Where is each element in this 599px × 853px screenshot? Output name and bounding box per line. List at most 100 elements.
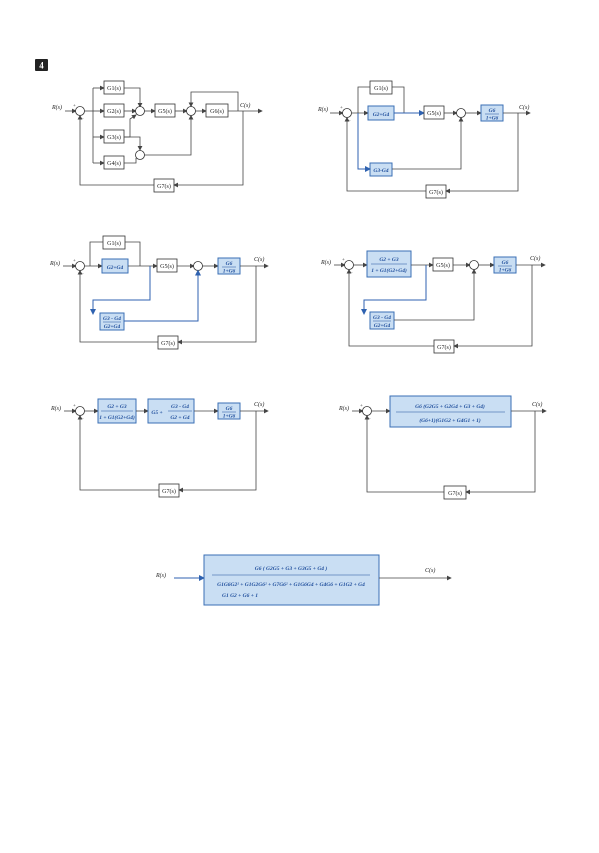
d4-g6-den-label: 1+G6	[499, 268, 512, 274]
d5-g6-den-label: 1+G6	[223, 414, 236, 420]
d1-block-g3	[103, 129, 125, 144]
d1-g3-label: G3(s)	[107, 134, 121, 141]
sign-marks: +− +− +− +− +− +−	[73, 104, 371, 422]
d2-output-label: C(s)	[519, 104, 529, 111]
svg-text:+: +	[340, 106, 343, 111]
d2-summing-junction-1	[342, 108, 352, 118]
svg-text:−: −	[81, 117, 84, 122]
d1-summing-junction-2	[135, 106, 145, 116]
d4-ratio-num-label: G3 - G4	[373, 315, 391, 321]
d1-summing-junction-1	[75, 106, 85, 116]
d6-summing-junction	[362, 406, 372, 416]
d2-g6-den-label: 1+G6	[486, 116, 499, 122]
d1-block-g6	[205, 103, 229, 118]
d3-input-label: R(s)	[49, 260, 60, 267]
d1-input-label: R(s)	[51, 104, 62, 111]
d4-block-ratio	[369, 311, 395, 330]
d2-g2-plus-g4-label: G2+G4	[373, 112, 390, 118]
diagram-step-6: R(s) G6 (G2G5 + G2G4 + G3 + G4) (G6+1)(G…	[338, 395, 547, 500]
d2-input-label: R(s)	[317, 106, 328, 113]
d3-ratio-den-label: G2+G4	[104, 324, 121, 330]
d4-g5-label: G5(s)	[436, 262, 450, 269]
problem-badge: 4	[35, 59, 48, 71]
d4-output-label: C(s)	[530, 255, 540, 262]
d2-summing-junction-2	[456, 108, 466, 118]
final-output-label: C(s)	[425, 567, 435, 574]
d3-ratio-num-label: G3 - G4	[103, 316, 121, 322]
d5-g7-label: G7(s)	[162, 488, 176, 495]
d3-g5-label: G5(s)	[160, 263, 174, 270]
final-den-line1-label: G1G6G2² + G1G2G6² + G7G6² + G1G6G4 + G4G…	[217, 582, 365, 588]
d4-forward-den-label: 1 + G1(G2+G4)	[371, 267, 407, 274]
final-num-label: G6 ( G2G5 + G3 + G3G5 + G4 )	[255, 565, 328, 572]
d3-g6-num-label: G6	[226, 261, 233, 267]
final-den-line2-label: G1 G2 + G6 + 1	[222, 593, 258, 599]
svg-text:+: +	[73, 404, 76, 409]
d5-middle-den-label: G2 + G4	[170, 415, 190, 421]
d4-forward-num-label: G2 + G3	[379, 257, 399, 263]
svg-text:+: +	[360, 404, 363, 409]
d3-g2-plus-g4-label: G2+G4	[107, 265, 124, 271]
d3-g1-label: G1(s)	[107, 240, 121, 247]
d3-summing-junction-2	[193, 261, 203, 271]
d1-g4-label: G4(s)	[107, 160, 121, 167]
d6-block-forward	[389, 395, 512, 428]
d3-block-g5	[156, 258, 178, 273]
svg-text:−: −	[81, 417, 84, 422]
d3-output-label: C(s)	[254, 256, 264, 263]
diagram-step-2: R(s) G1(s) G2+G4 G5(s) G6 1+G6 C(s) G3-G…	[317, 80, 531, 199]
badge-label: 4	[39, 61, 44, 71]
d1-g6-label: G6(s)	[210, 108, 224, 115]
svg-text:−: −	[348, 119, 351, 124]
d1-output-label: C(s)	[240, 102, 250, 109]
d1-block-g4	[103, 155, 125, 170]
d5-output-label: C(s)	[254, 401, 264, 408]
diagram-final: R(s) G6 ( G2G5 + G3 + G3G5 + G4 ) G1G6G2…	[155, 554, 452, 606]
diagram-step-4: R(s) G2 + G3 1 + G1(G2+G4) G5(s) G6 1+G6…	[320, 250, 546, 354]
d5-middle-num-label: G3 - G4	[171, 404, 189, 410]
d1-summing-junction-4	[186, 106, 196, 116]
svg-text:−: −	[368, 417, 371, 422]
d6-input-label: R(s)	[338, 405, 349, 412]
diagram-step-3: R(s) G1(s) G2+G4 G5(s) G6 1+G6 C(s) G3 -…	[49, 235, 269, 350]
d6-forward-num-label: G6 (G2G5 + G2G4 + G3 + G4)	[415, 403, 485, 410]
d4-ratio-den-label: G2+G4	[374, 323, 391, 329]
d4-g6-num-label: G6	[502, 260, 509, 266]
d4-summing-junction-2	[469, 260, 479, 270]
d2-g6-num-label: G6	[489, 108, 496, 114]
svg-text:−: −	[350, 271, 353, 276]
d3-g7-label: G7(s)	[161, 340, 175, 347]
svg-text:+: +	[73, 104, 76, 109]
d4-g7-label: G7(s)	[437, 344, 451, 351]
d6-output-label: C(s)	[532, 401, 542, 408]
d1-g2-label: G2(s)	[107, 108, 121, 115]
d5-g6-num-label: G6	[226, 406, 233, 412]
d6-forward-den-label: (G6+1)(G1G2 + G4G1 + 1)	[419, 417, 481, 424]
d2-g1-label: G1(s)	[374, 85, 388, 92]
d1-g1-label: G1(s)	[107, 85, 121, 92]
d3-summing-junction-1	[75, 261, 85, 271]
final-transfer-function-block	[203, 554, 380, 606]
d1-block-g1	[103, 80, 125, 95]
diagram-original: R(s) G1(s) G2(s) G3(s) G4(s) G5(s) G6(s)	[51, 80, 263, 193]
d2-block-g1	[369, 80, 393, 95]
d4-input-label: R(s)	[320, 259, 331, 266]
svg-text:+: +	[342, 258, 345, 263]
d3-block-g1	[102, 235, 126, 250]
d1-g7-label: G7(s)	[157, 183, 171, 190]
d4-summing-junction-1	[344, 260, 354, 270]
svg-text:−: −	[81, 272, 84, 277]
final-input-label: R(s)	[155, 572, 166, 579]
d5-middle-prefix-label: G5 +	[151, 410, 162, 416]
d2-g3-minus-g4-label: G3-G4	[373, 168, 389, 174]
d1-block-g5	[154, 103, 176, 118]
d1-summing-junction-3	[135, 150, 145, 160]
d5-forward-den-label: 1 + G1(G2+G4)	[99, 414, 135, 421]
d1-block-g2	[103, 103, 125, 118]
d6-g7-label: G7(s)	[448, 490, 462, 497]
d3-g6-den-label: 1+G6	[223, 269, 236, 275]
d5-input-label: R(s)	[50, 405, 61, 412]
d5-forward-num-label: G2 + G3	[107, 404, 127, 410]
